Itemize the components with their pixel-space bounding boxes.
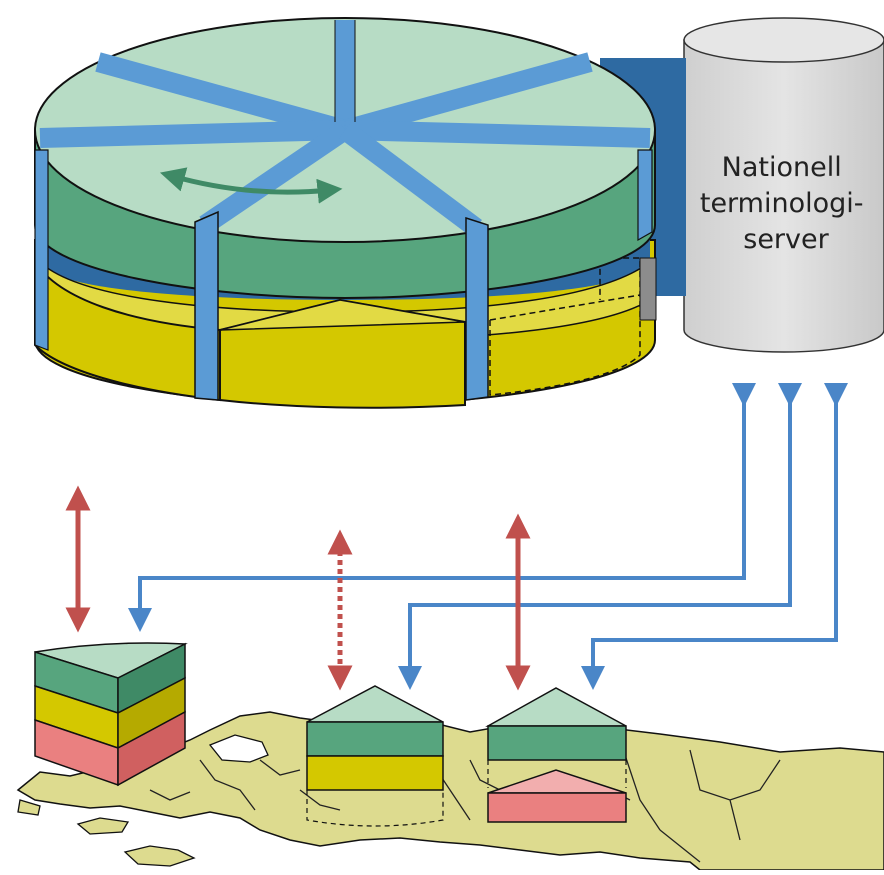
local-slice-full: [34, 642, 188, 787]
side-band-far-left: [34, 149, 49, 351]
disk-side-sliver: [639, 257, 657, 321]
map-island-3: [17, 799, 41, 816]
blue-arrow-2: [398, 383, 802, 690]
slice-right-top: [485, 687, 627, 727]
map-island-2: [123, 845, 196, 867]
exchange-arrows: [65, 485, 531, 691]
map-lake: [208, 734, 269, 763]
blue-arrow-1: [128, 383, 756, 632]
distribution-arrows: [128, 383, 848, 690]
slice-right-pink: [487, 792, 627, 823]
side-band-right: [465, 216, 489, 401]
local-slice-right: [485, 687, 627, 823]
europe-map: [16, 711, 884, 871]
local-slice-middle: [306, 685, 444, 827]
slice-mid-outline: [306, 790, 444, 827]
map-island-1: [76, 817, 130, 835]
server-top: [683, 17, 884, 63]
slice-divider-outlines: [334, 20, 356, 122]
server-label-line-3: server: [743, 224, 829, 255]
yellow-front-middle-top: [219, 299, 466, 331]
slice-mid-yellow: [306, 755, 444, 791]
side-band-far-right: [637, 149, 653, 242]
terminology-server: Nationell terminologi- server: [683, 17, 884, 353]
side-band-left: [194, 210, 219, 401]
server-label: Nationell terminologi- server: [700, 152, 872, 255]
slice-full-pink-side: [117, 710, 186, 787]
national-terminology-disk: [34, 17, 657, 409]
slice-mid-green: [306, 721, 444, 757]
missing-slice-outline: [489, 257, 641, 396]
server-body: [683, 39, 884, 353]
slice-right-green: [487, 725, 627, 761]
rotation-arrow: [159, 167, 343, 204]
server-label-line-1: Nationell: [722, 152, 842, 183]
blue-arrow-3: [581, 383, 848, 690]
server-label-line-2: terminologi-: [700, 188, 864, 219]
slice-mid-top: [306, 685, 444, 723]
slice-right-dashed-box: [487, 760, 627, 788]
map-borders: [149, 739, 781, 863]
